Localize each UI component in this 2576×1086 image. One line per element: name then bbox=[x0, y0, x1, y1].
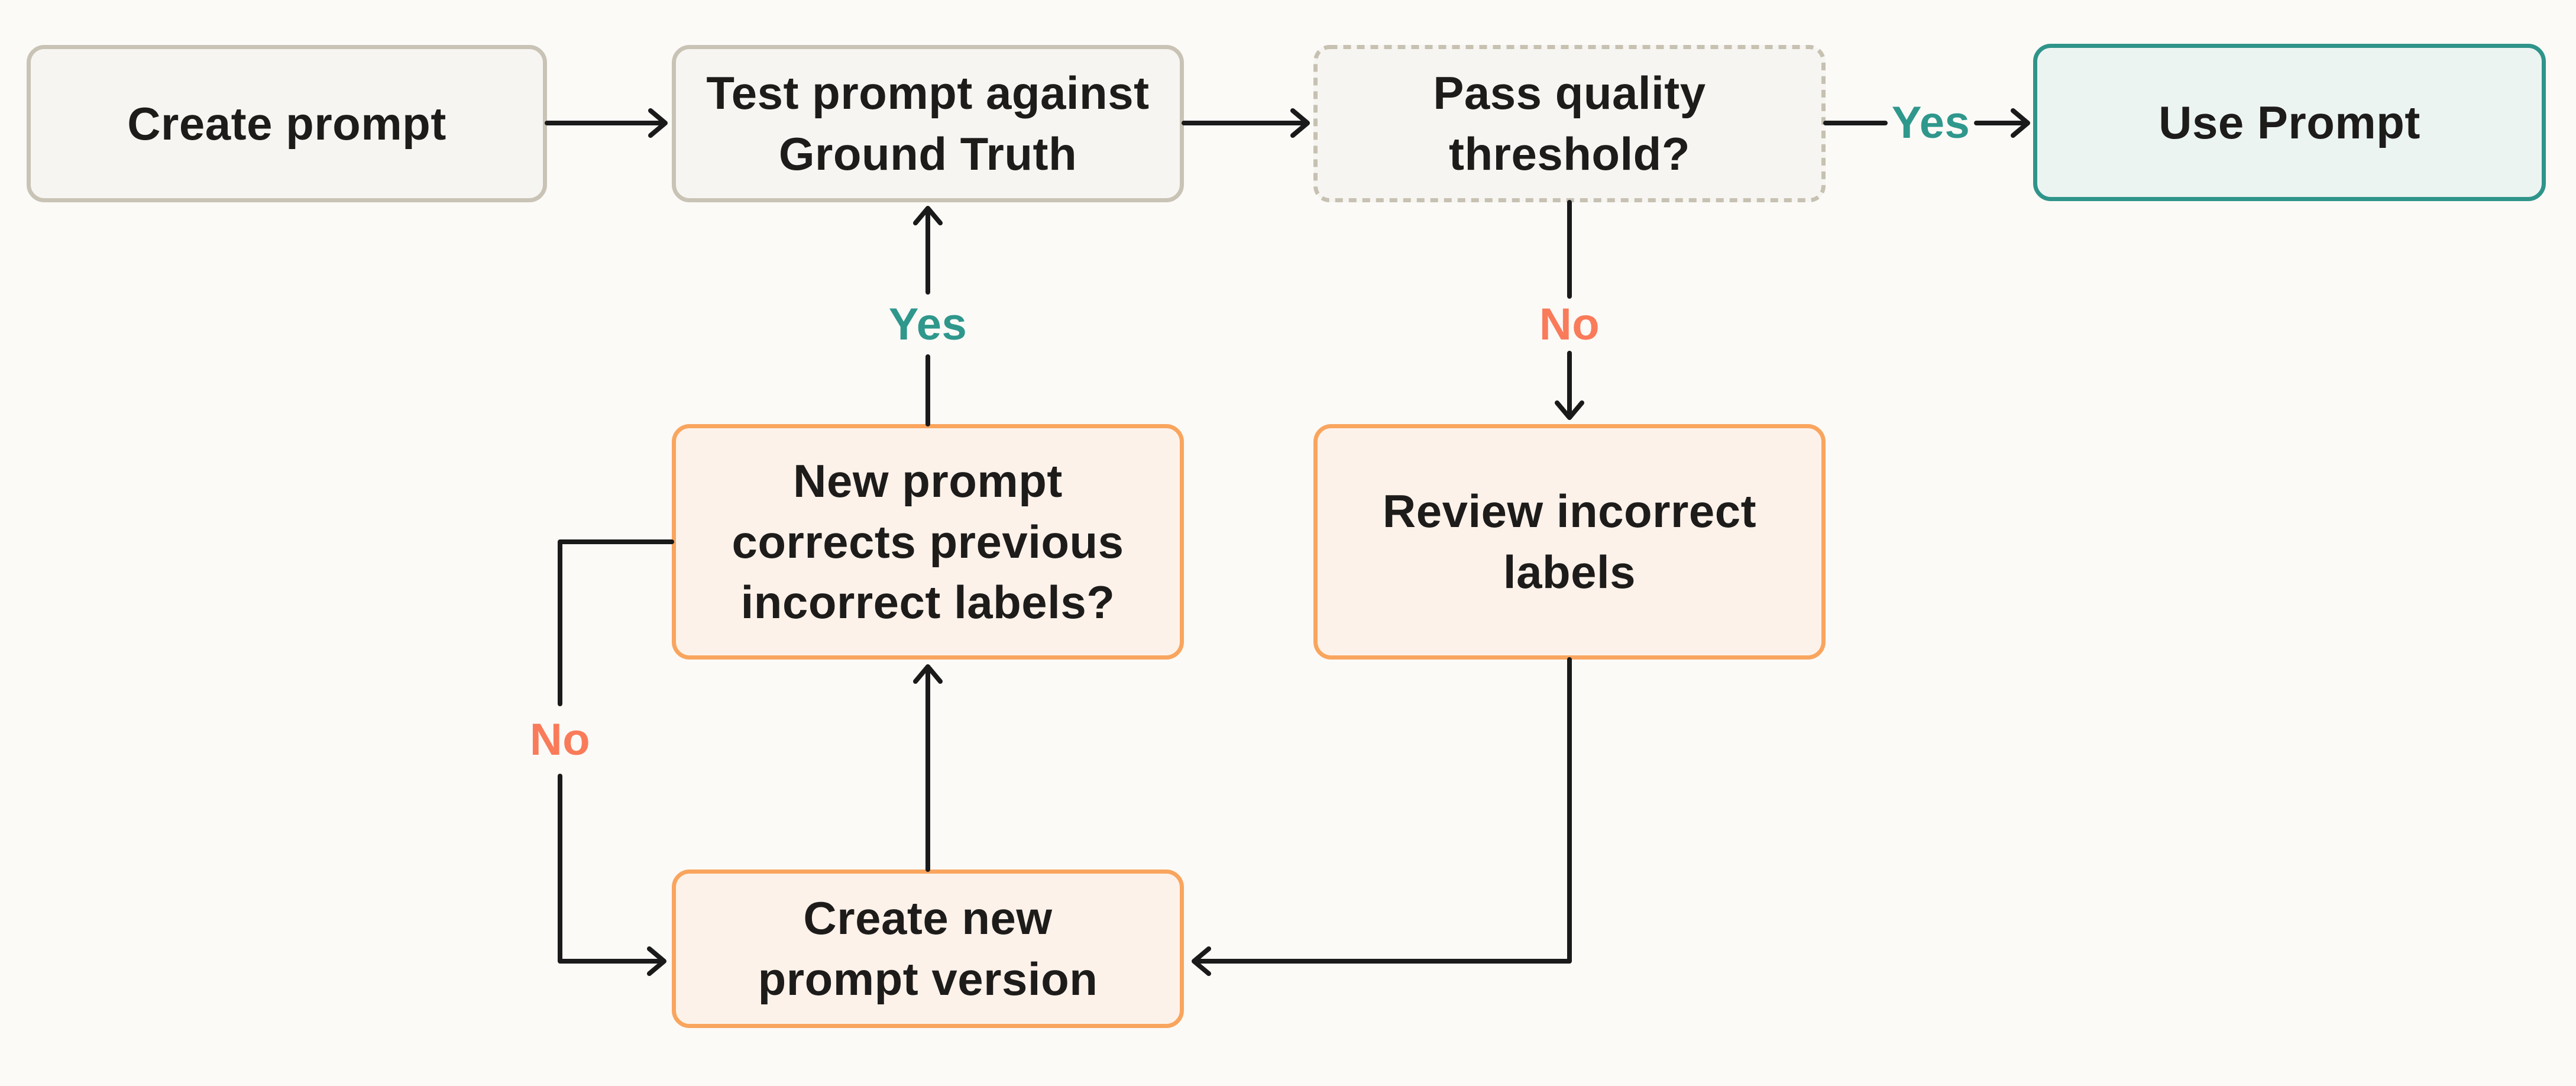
connector-review-to-create-version bbox=[1192, 657, 1572, 976]
edge-label-no-review: No bbox=[1539, 299, 1600, 350]
node-pass-quality-threshold: Pass quality threshold? bbox=[1313, 45, 1826, 202]
node-review-incorrect-labels: Review incorrect labels bbox=[1313, 424, 1826, 660]
connector-create-version-to-corrects bbox=[913, 664, 943, 872]
node-test-prompt: Test prompt against Ground Truth bbox=[672, 45, 1184, 202]
node-create-prompt: Create prompt bbox=[27, 45, 547, 202]
edge-label-yes-test-prompt: Yes bbox=[888, 299, 967, 350]
edge-label-yes-use-prompt: Yes bbox=[1891, 98, 1970, 148]
connector-test-to-threshold bbox=[1182, 108, 1310, 138]
connector-create-to-test bbox=[545, 108, 668, 138]
node-new-prompt-corrects: New prompt corrects previous incorrect l… bbox=[672, 424, 1184, 660]
node-create-new-prompt-version: Create new prompt version bbox=[672, 870, 1184, 1028]
edge-label-no-loop: No bbox=[529, 715, 591, 765]
node-use-prompt: Use Prompt bbox=[2033, 44, 2546, 201]
